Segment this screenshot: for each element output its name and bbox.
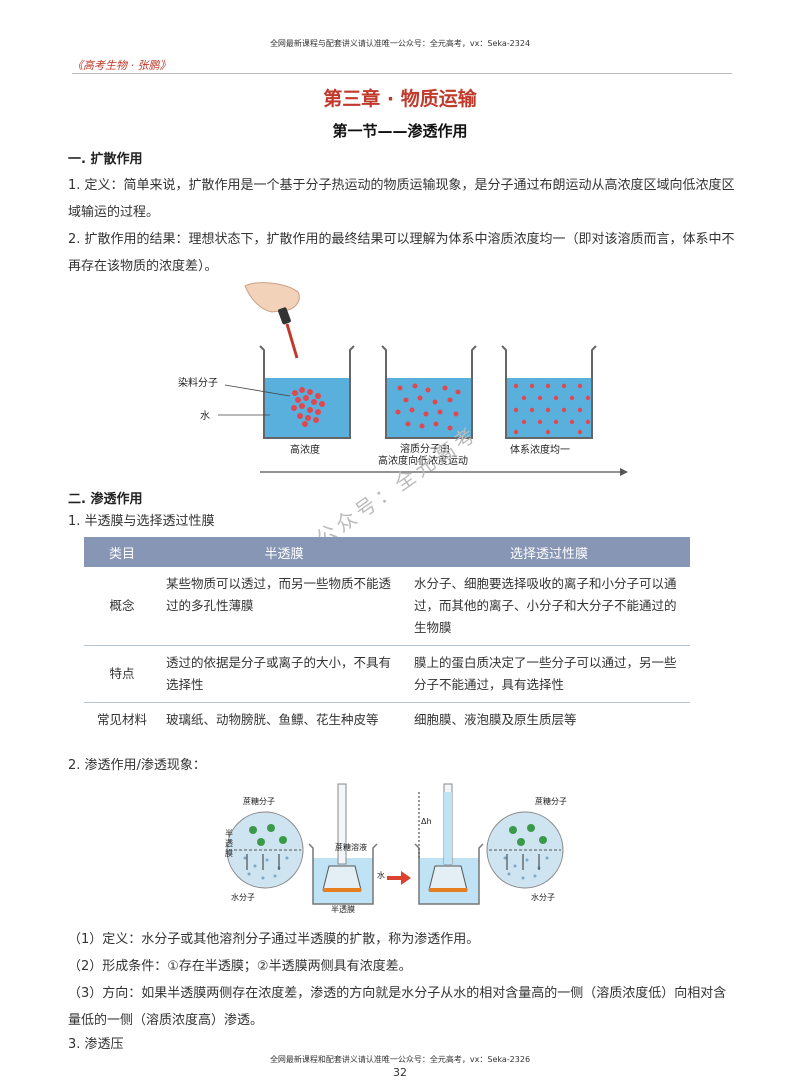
section-title: 第一节——渗透作用	[332, 122, 468, 140]
label-membrane-v3: 膜	[225, 848, 233, 858]
osmosis-beaker-before	[308, 783, 378, 905]
magnified-view-right	[486, 811, 564, 889]
row-label-concept: 概念	[84, 567, 160, 646]
table-cell: 某些物质可以透过，而另一些物质不能透过的多孔性薄膜	[160, 567, 408, 646]
osmosis-phenomenon-subheading: 2. 渗透作用/渗透现象：	[68, 758, 206, 773]
table-cell: 膜上的蛋白质决定了一些分子可以通过，另一些分子不能通过，具有选择性	[408, 645, 690, 703]
label-water: 水	[200, 410, 210, 422]
label-semipermeable-membrane: 半透膜	[331, 904, 355, 914]
diffusion-definition: 1. 定义：简单来说，扩散作用是一个基于分子热运动的物质运输现象，是分子通过布朗…	[68, 178, 735, 220]
label-sucrose-solution: 蔗糖溶液	[335, 842, 367, 852]
label-high-to-low: 高浓度向低浓度运动	[378, 454, 468, 467]
dropper-icon	[244, 282, 300, 359]
label-solute-moves: 溶质分子由	[400, 442, 450, 455]
label-uniform: 体系浓度均一	[510, 443, 570, 456]
label-sucrose-right: 蔗糖分子	[535, 796, 567, 806]
arrow-head-icon	[620, 468, 628, 476]
table-row: 特点 透过的依据是分子或离子的大小，不具有选择性 膜上的蛋白质决定了一些分子可以…	[84, 645, 690, 703]
row-label-materials: 常见材料	[96, 712, 147, 727]
osmosis-figure: 蔗糖分子 半 透 膜 水分子 蔗糖溶液 水 半透膜 Δh	[225, 783, 567, 914]
table-cell: 水分子、细胞要选择吸收的离子和小分子可以通过，而其他的离子、小分子和大分子不能通…	[408, 567, 690, 646]
diffusion-figure: 染料分子 水 高浓度 溶质分子由 高浓度向低浓度运动 体系浓度均一	[178, 282, 628, 476]
osmotic-pressure-heading: 3. 渗透压	[68, 1037, 124, 1052]
osmosis-heading: 二. 渗透作用	[68, 492, 143, 507]
label-sucrose-left: 蔗糖分子	[243, 796, 275, 806]
label-membrane-v1: 半	[225, 828, 233, 838]
beaker-diffusing	[381, 345, 477, 439]
table-row: 常见材料 玻璃纸、动物膀胱、鱼鳔、花生种皮等 细胞膜、液泡膜及原生质层等	[84, 703, 690, 738]
label-high-concentration: 高浓度	[290, 443, 320, 456]
label-dye-molecule: 染料分子	[178, 376, 218, 389]
label-water-molecule-right: 水分子	[531, 892, 555, 902]
row-label-feature: 特点	[84, 645, 160, 703]
table-header-selective: 选择透过性膜	[408, 537, 690, 567]
series-title: 《高考生物 · 张鹏》	[72, 59, 171, 72]
page-number: 32	[393, 1066, 407, 1079]
header-note: 全网最新课程与配套讲义请认准唯一公众号：全元高考，vx：Seka-2324	[269, 39, 531, 48]
table-cell: 玻璃纸、动物膀胱、鱼鳔、花生种皮等	[166, 712, 379, 727]
chapter-title: 第三章 · 物质运输	[323, 88, 477, 110]
table-row: 概念 某些物质可以透过，而另一些物质不能透过的多孔性薄膜 水分子、细胞要选择吸收…	[84, 567, 690, 646]
label-membrane-v2: 透	[225, 839, 233, 848]
footer-note: 全网最新课程和配套讲义请认准唯一公众号：全元高考，vx：Seka-2326	[269, 1055, 531, 1064]
membrane-subheading: 1. 半透膜与选择透过性膜	[68, 514, 215, 529]
beaker-high-concentration	[259, 345, 355, 439]
label-water-molecule-left: 水分子	[231, 892, 255, 902]
red-arrow-icon	[387, 871, 411, 885]
osmosis-direction: （3）方向：如果半透膜两侧存在浓度差，渗透的方向就是水分子从水的相对含量高的一侧…	[68, 986, 727, 1028]
header-divider	[72, 73, 732, 74]
diffusion-result: 2. 扩散作用的结果：理想状态下，扩散作用的最终结果可以理解为体系中溶质浓度均一…	[68, 232, 735, 274]
table-cell: 透过的依据是分子或离子的大小，不具有选择性	[160, 645, 408, 703]
diffusion-heading: 一. 扩散作用	[68, 152, 143, 167]
magnified-view-left	[226, 811, 304, 889]
beaker-uniform	[501, 345, 597, 439]
table-cell: 细胞膜、液泡膜及原生质层等	[414, 712, 577, 727]
osmosis-conditions: （2）形成条件：①存在半透膜；②半透膜两侧具有浓度差。	[68, 959, 412, 974]
table-header-category: 类目	[84, 537, 160, 567]
label-delta-h: Δh	[421, 817, 432, 826]
label-water-beaker: 水	[377, 870, 385, 880]
membrane-comparison-table: 类目 半透膜 选择透过性膜 概念 某些物质可以透过，而另一些物质不能透过的多孔性…	[84, 537, 690, 737]
osmosis-beaker-after	[414, 783, 484, 905]
table-header-semipermeable: 半透膜	[160, 537, 408, 567]
osmosis-definition: （1）定义：水分子或其他溶剂分子通过半透膜的扩散，称为渗透作用。	[68, 932, 480, 947]
